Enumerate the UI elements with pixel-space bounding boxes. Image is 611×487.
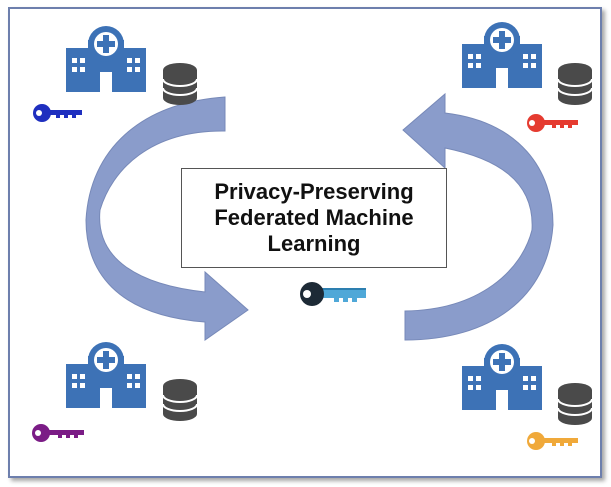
database-icon	[557, 382, 593, 426]
title-line-1: Privacy-Preserving	[214, 179, 414, 204]
database-icon	[162, 378, 198, 422]
hospital-icon	[462, 344, 542, 410]
node-top-left	[33, 26, 198, 122]
right-curved-arrow	[402, 92, 554, 341]
node-bottom-left	[32, 342, 198, 442]
title-line-2: Federated Machine	[214, 205, 414, 230]
hospital-icon	[66, 342, 146, 408]
key-icon	[527, 114, 578, 132]
key-icon	[32, 424, 84, 442]
central-key-icon	[300, 282, 366, 306]
database-icon	[162, 62, 198, 106]
title-line-3: Learning	[267, 231, 361, 256]
key-icon	[33, 104, 82, 122]
hospital-icon	[66, 26, 146, 92]
database-icon	[557, 62, 593, 106]
node-bottom-right	[462, 344, 593, 450]
node-top-right	[462, 22, 593, 132]
left-curved-arrow	[85, 96, 249, 341]
hospital-icon	[462, 22, 542, 88]
title-box: Privacy-Preserving Federated Machine Lea…	[181, 168, 447, 268]
key-icon	[527, 432, 578, 450]
